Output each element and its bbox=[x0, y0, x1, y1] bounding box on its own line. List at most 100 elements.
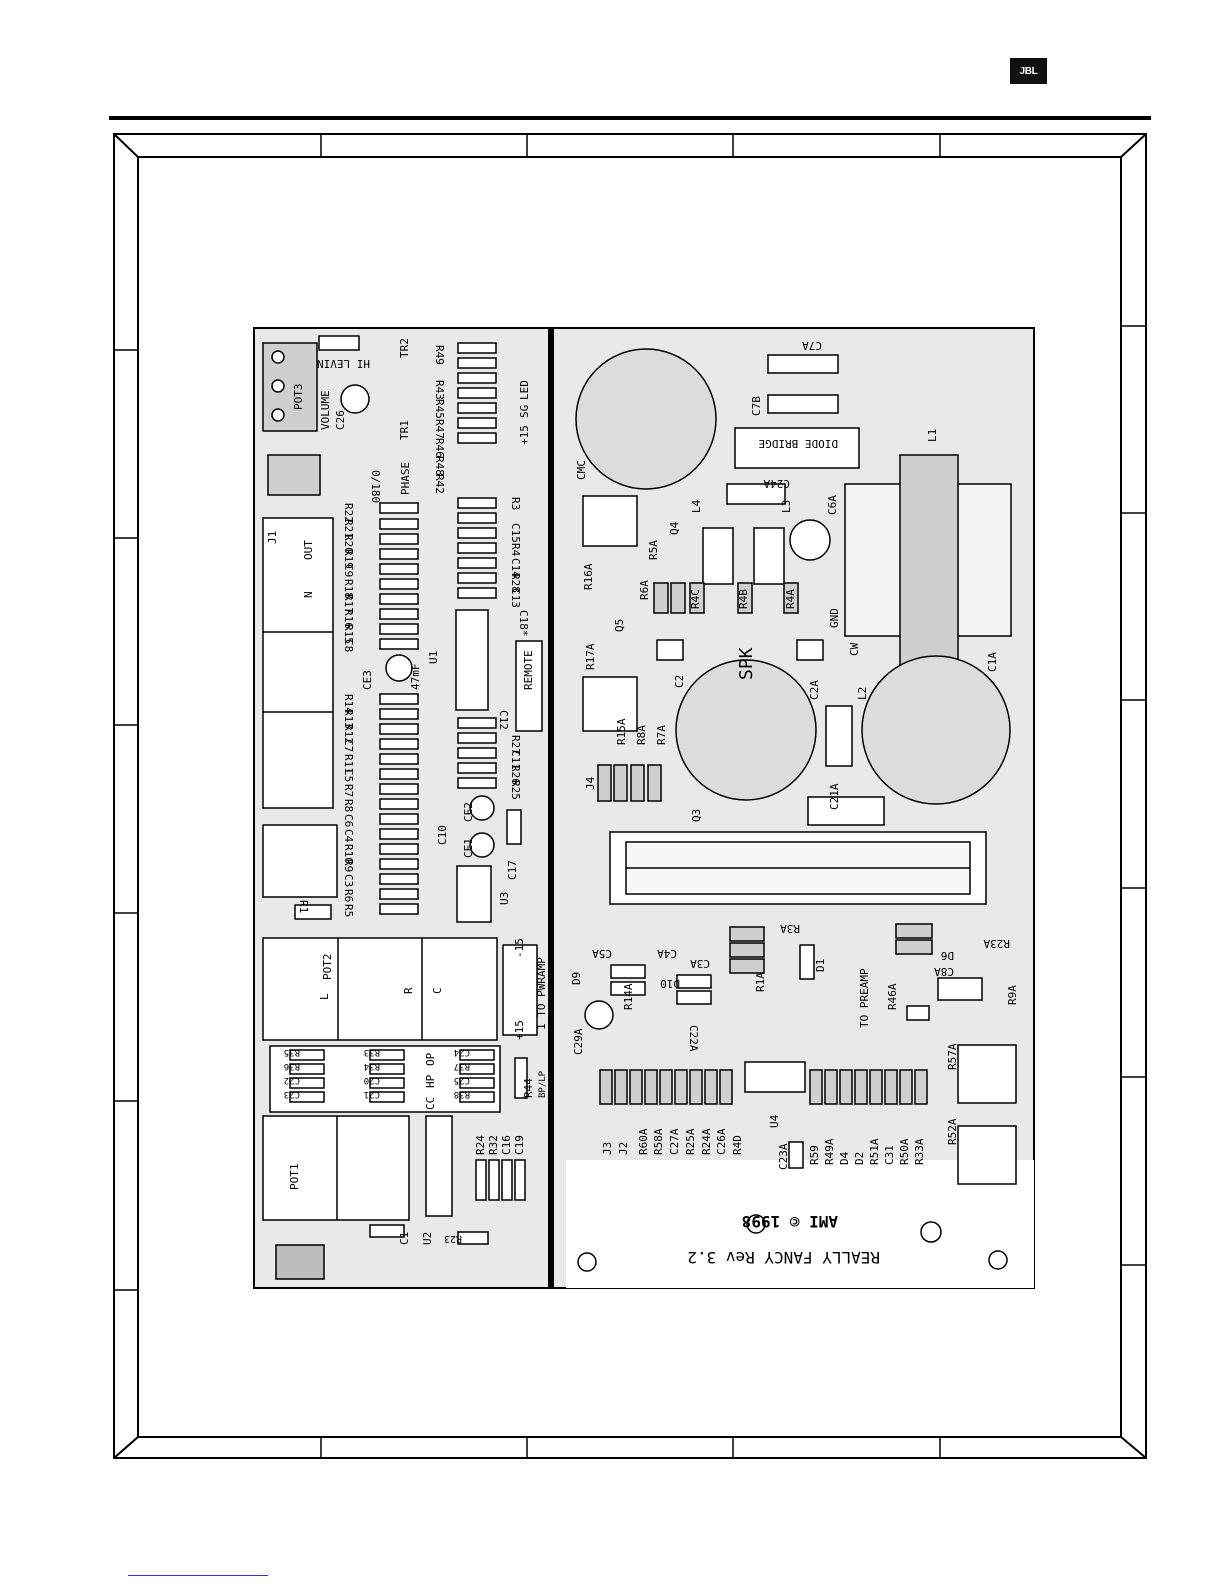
label-minus15: -15 bbox=[513, 938, 526, 958]
label-plus15-b: +15 bbox=[513, 1020, 526, 1040]
label-c1: C1 bbox=[398, 1232, 411, 1245]
label-r15a: R15A bbox=[615, 718, 628, 745]
label-r36: R36 bbox=[284, 1061, 300, 1071]
label-u2: U2 bbox=[421, 1232, 434, 1245]
label-cw: CW bbox=[848, 642, 861, 656]
label-r1: R1 bbox=[297, 900, 310, 913]
label-c17: C17 bbox=[506, 860, 519, 880]
label-r5a: R5A bbox=[647, 540, 660, 560]
label-c12: C12 bbox=[497, 710, 510, 730]
label-d10: D10 bbox=[660, 977, 680, 990]
label-c7a: C7A bbox=[802, 339, 822, 352]
label-c27a: C27A bbox=[668, 1128, 681, 1155]
label-cmc: CMC bbox=[575, 460, 588, 480]
label-l2: L2 bbox=[856, 687, 869, 700]
label-r14a: R14A bbox=[622, 983, 635, 1010]
label-ce3: CE3 bbox=[361, 670, 374, 690]
label-c2: C2 bbox=[673, 675, 686, 688]
label-r9: R9 bbox=[342, 859, 355, 872]
board-divider bbox=[548, 328, 554, 1288]
label-r5: R5 bbox=[342, 904, 355, 917]
label-r32: R32 bbox=[487, 1135, 500, 1155]
label-r16a: R16A bbox=[582, 563, 595, 590]
label-r7a: R7A bbox=[655, 725, 668, 745]
label-c20: C20 bbox=[364, 1075, 380, 1085]
label-r34: R34 bbox=[364, 1061, 380, 1071]
label-r19: R19 bbox=[342, 549, 355, 569]
label-r48: R48 bbox=[433, 456, 446, 476]
label-r26: R26 bbox=[509, 765, 522, 785]
label-pot2-r: R bbox=[402, 987, 415, 994]
label-c6a: C6A bbox=[826, 495, 839, 515]
label-c5: C5 bbox=[342, 769, 355, 782]
label-d2: D2 bbox=[853, 1152, 866, 1165]
label-c7: C7 bbox=[342, 739, 355, 752]
label-j2: J2 bbox=[617, 1142, 630, 1155]
label-c22a: C22A bbox=[687, 1025, 700, 1052]
label-c31: C31 bbox=[883, 1145, 896, 1165]
label-r38: R38 bbox=[454, 1089, 470, 1099]
label-r4c: R4C bbox=[689, 589, 702, 609]
right-components bbox=[575, 348, 1017, 1272]
label-j1: J1 bbox=[266, 531, 279, 544]
left-components bbox=[262, 335, 543, 1280]
label-c13: C13 bbox=[509, 588, 522, 608]
label-pot2: POT2 bbox=[321, 954, 334, 981]
label-c8a: C8A bbox=[934, 965, 954, 978]
label-r28: R28 bbox=[509, 573, 522, 593]
label-r21: R21 bbox=[342, 519, 355, 539]
label-c2a: C2A bbox=[808, 680, 821, 700]
label-ce2: CE2 bbox=[462, 802, 475, 822]
footer-link-underline[interactable] bbox=[128, 1575, 268, 1576]
label-r12: R12 bbox=[342, 724, 355, 744]
label-r4d: R4D bbox=[731, 1135, 744, 1155]
label-c4a: C4A bbox=[657, 947, 677, 960]
label-r24a: R24A bbox=[700, 1128, 713, 1155]
label-c21: C21 bbox=[364, 1089, 380, 1099]
label-op: OP bbox=[424, 1052, 437, 1066]
label-to-preamp: TO PREAMP bbox=[858, 968, 871, 1028]
label-c18: C18* bbox=[517, 610, 530, 637]
label-c1a: C1A bbox=[986, 652, 999, 672]
label-l3: L3 bbox=[780, 500, 793, 513]
label-c5a: C5A bbox=[592, 947, 612, 960]
label-bp-lp: BP/LP bbox=[538, 1070, 548, 1098]
zone-ticks bbox=[114, 134, 1146, 1458]
label-r44: R44 bbox=[522, 1078, 535, 1098]
label-r60a: R60A bbox=[637, 1128, 650, 1155]
jbl-logo: JBL bbox=[1010, 58, 1047, 84]
label-phase: PHASE bbox=[399, 462, 412, 495]
label-r4b: R4B bbox=[737, 589, 750, 609]
label-c25: C25 bbox=[454, 1075, 470, 1085]
label-c9: C9 bbox=[342, 564, 355, 577]
label-47mf: 47mF bbox=[409, 664, 422, 691]
label-r45: R45 bbox=[433, 399, 446, 419]
label-c19: C19 bbox=[513, 1135, 526, 1155]
label-r57a: R57A bbox=[946, 1043, 959, 1070]
label-r17: R17 bbox=[342, 594, 355, 614]
label-volume: VOLUME bbox=[319, 390, 332, 430]
label-r59: R59 bbox=[808, 1145, 821, 1165]
label-r35: R35 bbox=[284, 1047, 300, 1057]
label-r11: R11 bbox=[342, 754, 355, 774]
label-cc: CC bbox=[424, 1097, 437, 1110]
label-c14: C14 bbox=[509, 558, 522, 578]
label-d9: D9 bbox=[570, 972, 583, 985]
label-spk: SPK bbox=[736, 647, 757, 680]
label-c21a: C21A bbox=[828, 783, 841, 810]
label-r20: R20 bbox=[342, 534, 355, 554]
label-r47: R47 bbox=[433, 419, 446, 439]
label-c6: C6 bbox=[342, 814, 355, 827]
label-u3: U3 bbox=[498, 892, 511, 905]
label-r33a: R33A bbox=[913, 1138, 926, 1165]
outer-border bbox=[113, 133, 1147, 1459]
label-r58a: R58A bbox=[652, 1128, 665, 1155]
label-to-pwramp: 1 TO PWRAMP bbox=[535, 957, 548, 1030]
label-r15: R15 bbox=[342, 624, 355, 644]
label-c26: C26 bbox=[334, 410, 347, 430]
label-d6: D6 bbox=[941, 949, 954, 962]
label-c23a: C23A bbox=[777, 1143, 790, 1170]
label-c11: C11 bbox=[509, 750, 522, 770]
label-r6: R6 bbox=[342, 889, 355, 902]
